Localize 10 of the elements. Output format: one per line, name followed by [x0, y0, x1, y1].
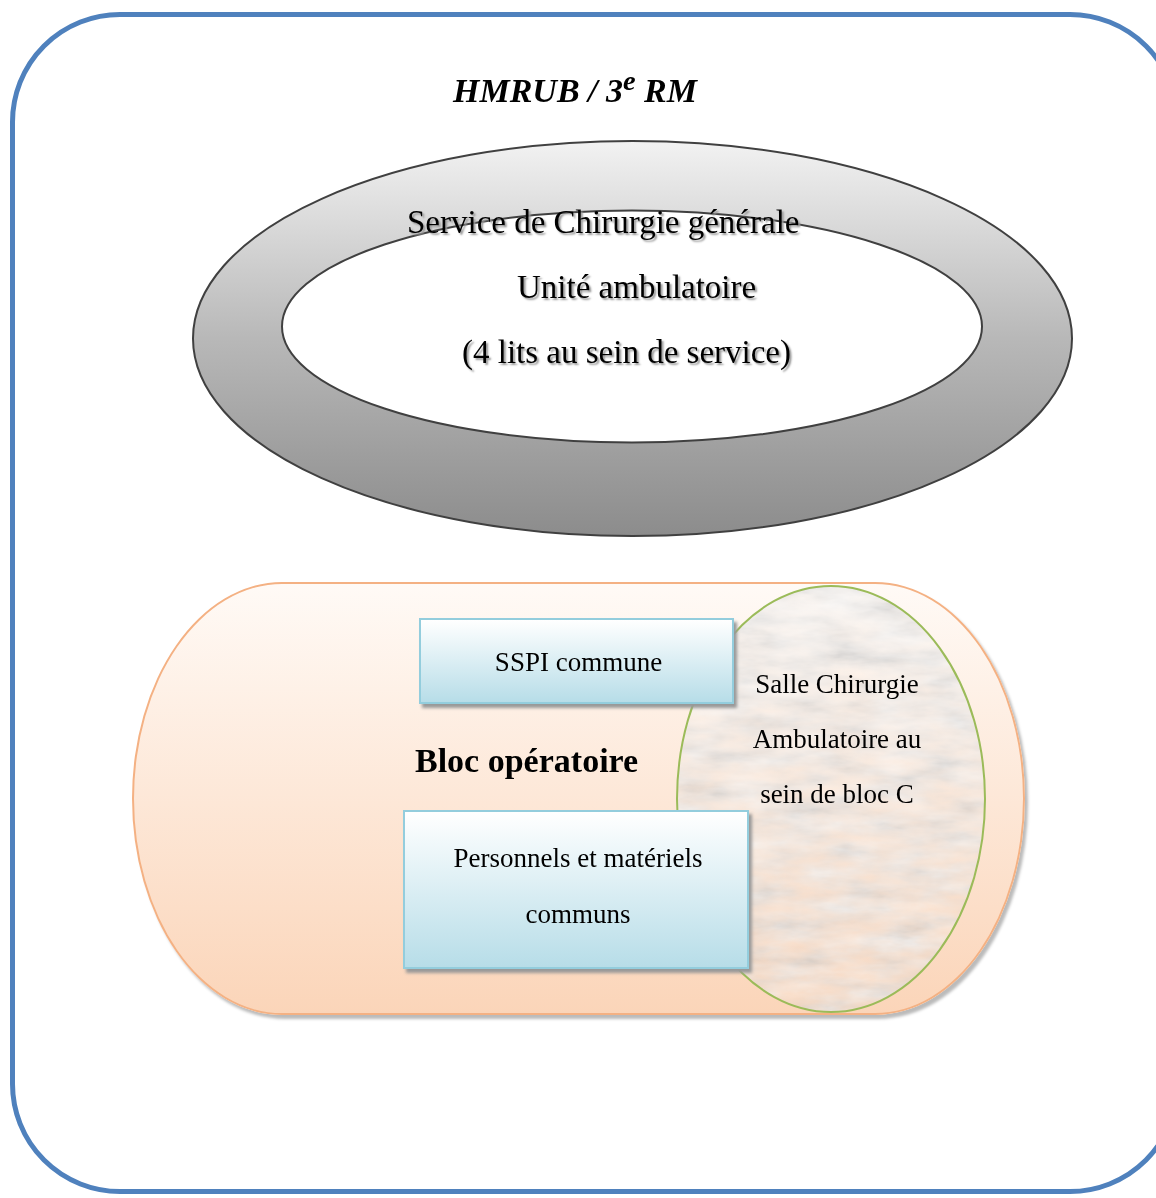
- title-text: HMRUB / 3$^{e}$ RM: [451, 65, 699, 111]
- outer-rounded-frame: [10, 12, 1156, 1194]
- process-box: [403, 810, 749, 969]
- ring-text: (4 lits au sein de service): [462, 334, 791, 371]
- box-text: Personnels et matériels communs: [452, 842, 704, 931]
- process-box: [419, 618, 734, 704]
- oval-text: Salle Chirurgie Ambulatoire au sein de bloc C: [752, 668, 922, 811]
- ring-text: Unité ambulatoire: [517, 269, 757, 306]
- box-text: SSPI commune: [493, 646, 664, 679]
- section-heading: Bloc opératoire: [415, 742, 639, 780]
